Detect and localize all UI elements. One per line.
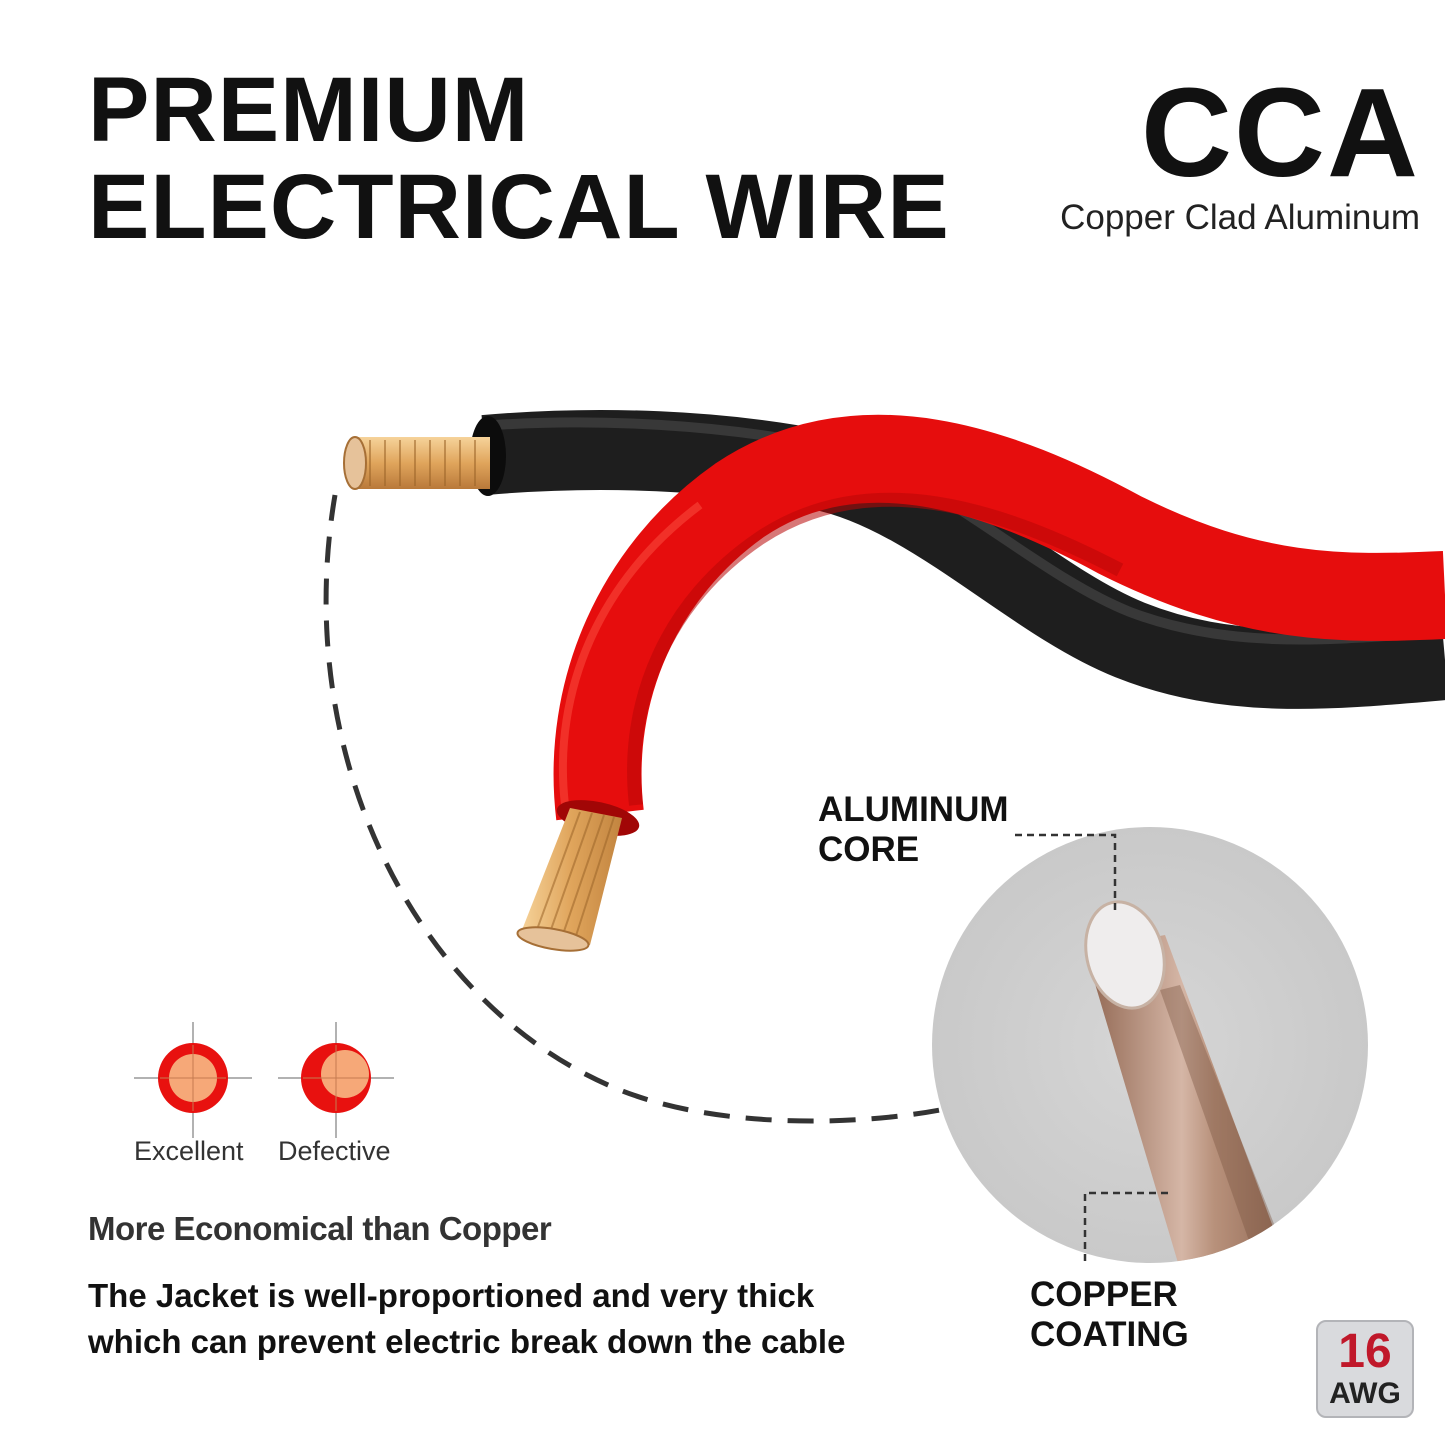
- excellent-icon: [134, 1022, 252, 1138]
- copper-coating-label: COPPER COATING: [1030, 1275, 1189, 1355]
- aluminum-core-leader: [1015, 833, 1117, 910]
- defective-icon: [278, 1022, 394, 1138]
- title-line-2: ELECTRICAL WIRE: [88, 156, 950, 258]
- defective-caption: Defective: [278, 1136, 391, 1166]
- awg-badge: 16 AWG: [1316, 1320, 1414, 1418]
- excellent-caption: Excellent: [134, 1136, 244, 1166]
- copper-coating-leader: [1083, 1191, 1168, 1265]
- red-wire: [516, 414, 1445, 952]
- cca-code: CCA: [1141, 62, 1420, 203]
- cca-cross-section: [932, 827, 1368, 1263]
- jacket-description-line2: which can prevent electric break down th…: [88, 1323, 846, 1360]
- jacket-description: The Jacket is well-proportioned and very…: [88, 1273, 988, 1365]
- jacket-description-line1: The Jacket is well-proportioned and very…: [88, 1277, 815, 1314]
- title-line-1: PREMIUM: [88, 59, 530, 161]
- gauge-unit: AWG: [1329, 1377, 1401, 1410]
- copper-coating-label-line2: COATING: [1030, 1315, 1189, 1354]
- economy-note: More Economical than Copper: [88, 1210, 552, 1247]
- aluminum-core-label-line2: CORE: [818, 830, 920, 869]
- page-title: PREMIUM ELECTRICAL WIRE: [88, 62, 950, 256]
- aluminum-core-label-line1: ALUMINUM: [818, 790, 1009, 829]
- gauge-number: 16: [1338, 1325, 1392, 1378]
- black-wire: [343, 410, 1445, 709]
- cca-full-name: Copper Clad Aluminum: [1060, 198, 1420, 237]
- copper-coating-label-line1: COPPER: [1030, 1275, 1178, 1314]
- aluminum-core-label: ALUMINUM CORE: [818, 790, 1009, 870]
